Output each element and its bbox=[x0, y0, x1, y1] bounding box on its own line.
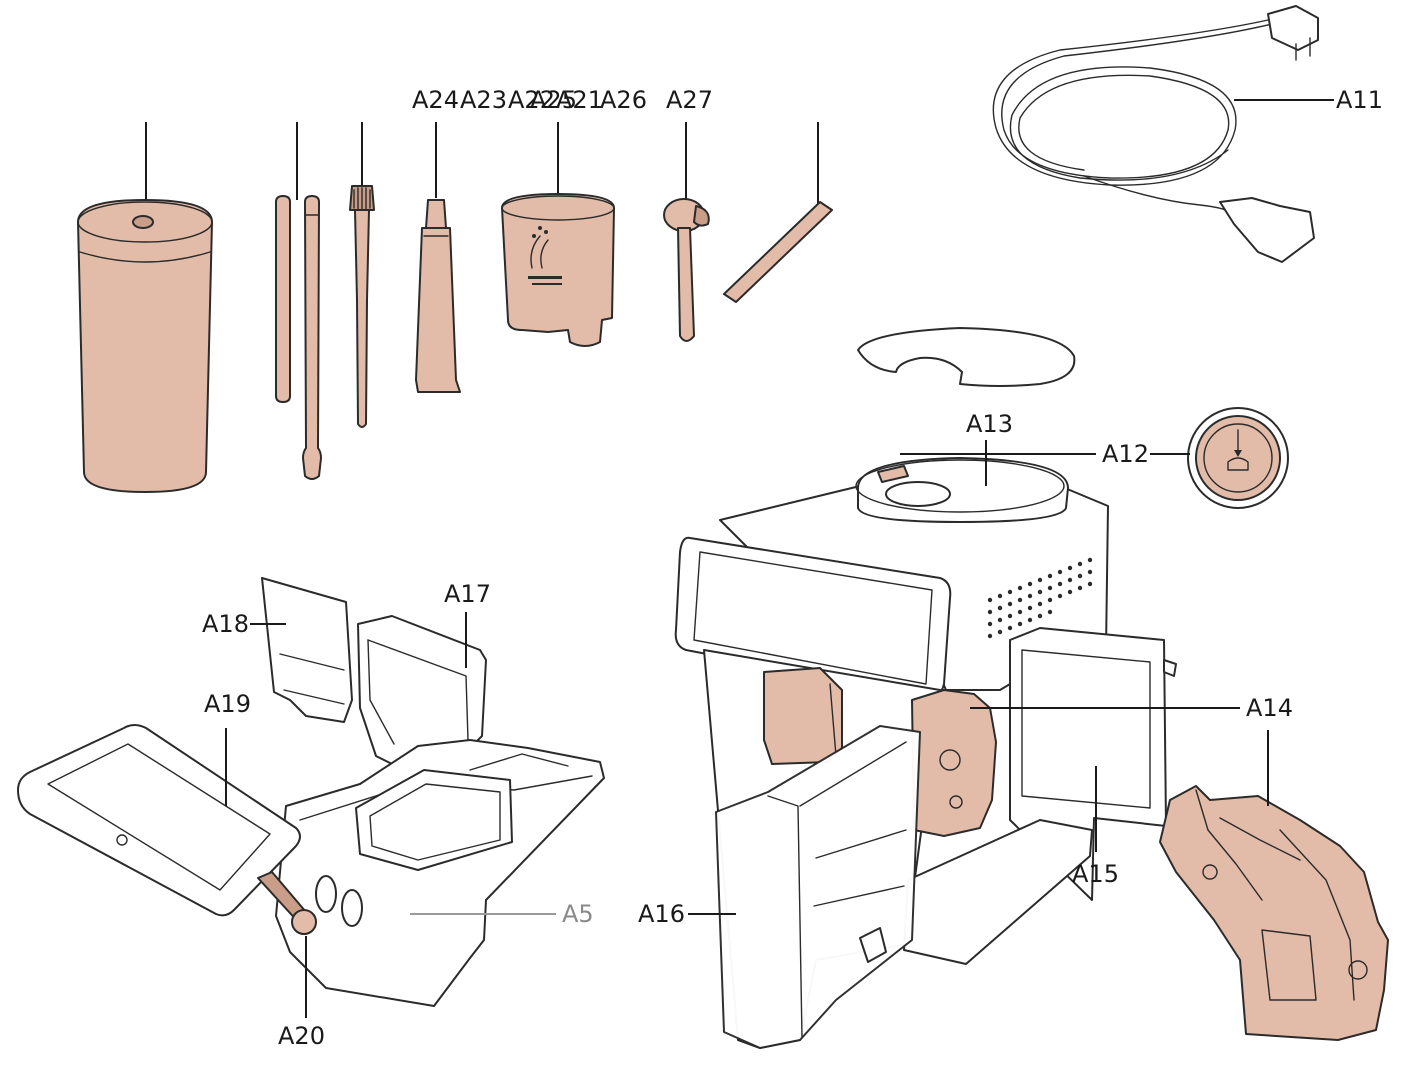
power-cord bbox=[992, 5, 1319, 263]
drip-tray bbox=[275, 739, 605, 1007]
leader-lines bbox=[225, 99, 1334, 1018]
label-a11: A11 bbox=[1336, 86, 1383, 114]
label-a5: A5 bbox=[562, 900, 594, 928]
bean-hopper-lid bbox=[857, 327, 1076, 387]
label-a13: A13 bbox=[966, 410, 1013, 438]
label-a14: A14 bbox=[1246, 694, 1293, 722]
label-a22: A22 bbox=[508, 86, 555, 114]
test-strip bbox=[723, 122, 833, 303]
label-a16: A16 bbox=[638, 900, 685, 928]
label-a15: A15 bbox=[1072, 860, 1119, 888]
label-a12: A12 bbox=[1102, 440, 1149, 468]
milk-container bbox=[77, 122, 213, 493]
label-a24: A24 bbox=[412, 86, 459, 114]
label-a17: A17 bbox=[444, 580, 491, 608]
label-a20: A20 bbox=[278, 1022, 325, 1050]
measuring-scoop bbox=[663, 122, 710, 342]
cleaning-brush bbox=[349, 122, 375, 428]
drip-tray-cover bbox=[261, 577, 353, 723]
label-a18: A18 bbox=[202, 610, 249, 638]
grinder-detail bbox=[1187, 407, 1289, 509]
vent-grille bbox=[987, 557, 1093, 639]
label-a21: A21 bbox=[556, 86, 603, 114]
label-a25: A25 bbox=[530, 86, 577, 114]
drip-tray-lid bbox=[17, 724, 301, 917]
label-a27: A27 bbox=[666, 86, 713, 114]
label-a23: A23 bbox=[460, 86, 507, 114]
label-a19: A19 bbox=[204, 690, 251, 718]
brew-group bbox=[1159, 785, 1389, 1041]
grease-tube bbox=[415, 122, 461, 393]
label-a26: A26 bbox=[600, 86, 647, 114]
callout-labels: A24 A23 A22 A25 A21 A26 A27 A11 A13 A12 … bbox=[202, 86, 1383, 1050]
milk-tubes bbox=[275, 122, 322, 480]
drip-tray-indicator bbox=[257, 871, 317, 935]
water-filter bbox=[501, 122, 615, 347]
espresso-machine bbox=[674, 457, 1177, 1049]
